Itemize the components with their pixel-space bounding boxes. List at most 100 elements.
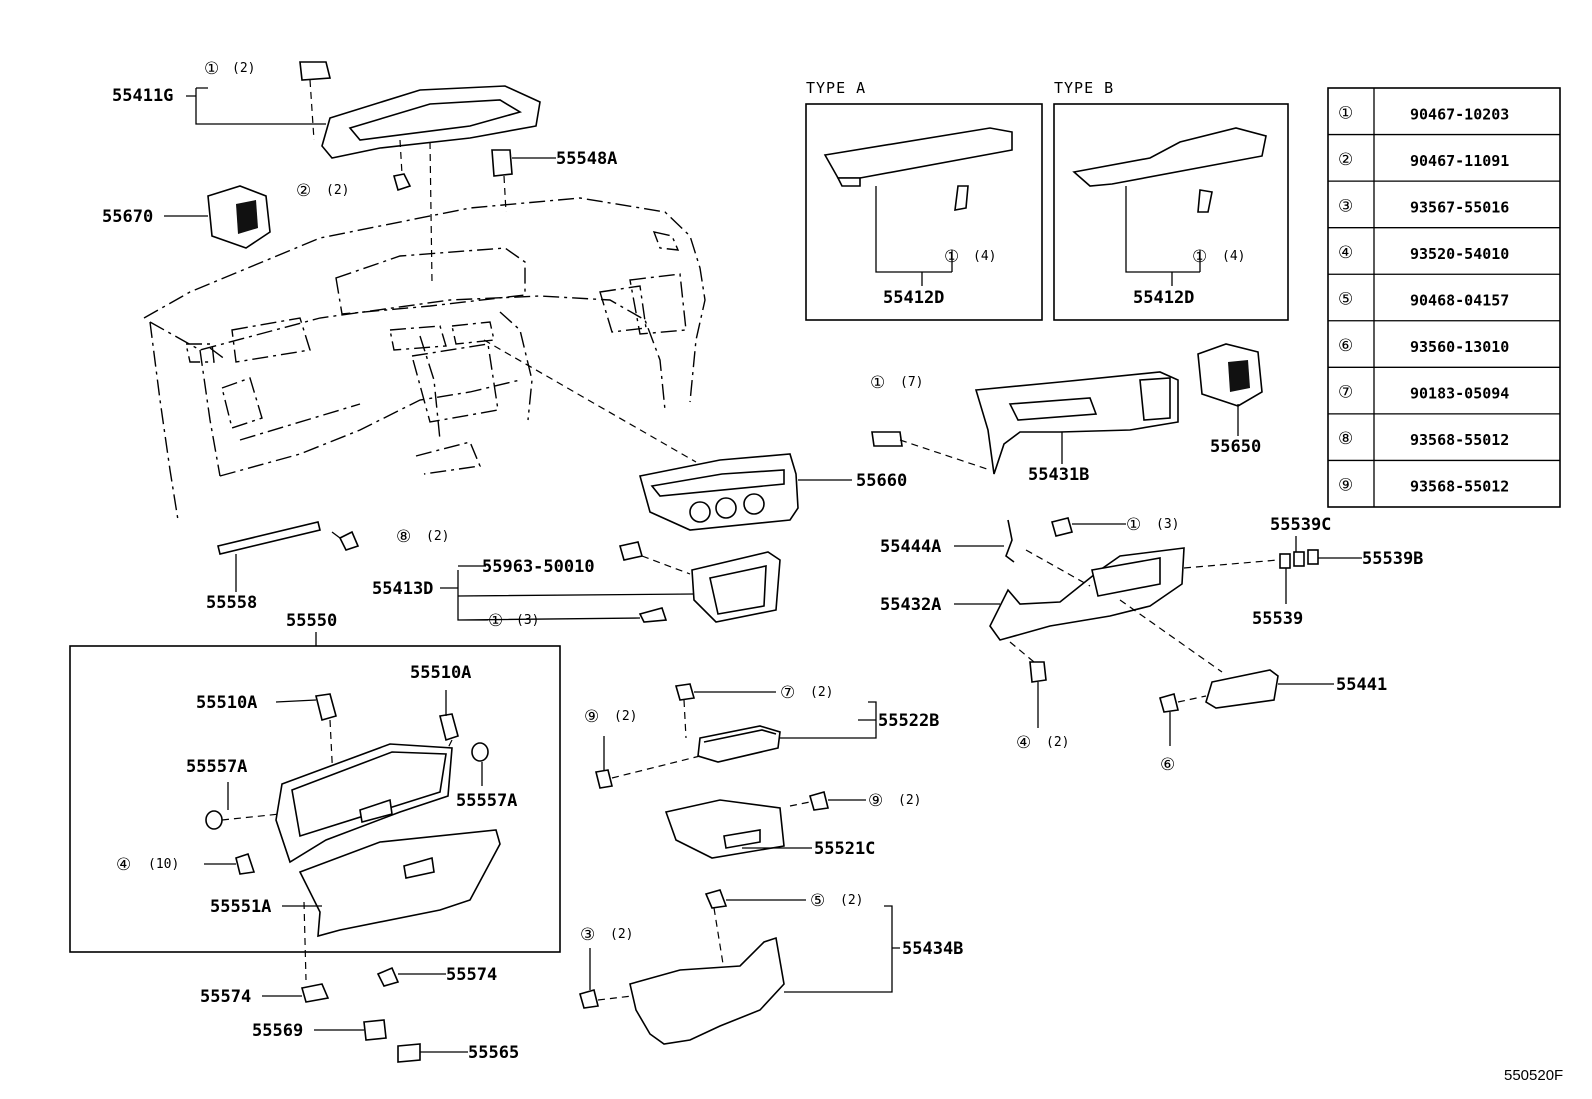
glove-box-outer-panel xyxy=(298,829,501,938)
svg-text:⑨: ⑨ xyxy=(868,791,883,811)
table-ref: ③ xyxy=(1338,196,1353,216)
svg-text:①: ① xyxy=(1126,515,1141,535)
type-b-ref-circle: ① xyxy=(1192,247,1207,267)
fastener-table xyxy=(1327,87,1561,508)
table-ref: ⑤ xyxy=(1338,290,1353,310)
type-b-box xyxy=(1053,103,1289,321)
meter-hood xyxy=(299,61,541,192)
table-part-number: 90467-10203 xyxy=(1410,105,1509,123)
callout-9a-qty: (2) xyxy=(614,709,637,724)
callout-1d-qty: (3) xyxy=(1156,517,1179,532)
callout-7-qty: (2) xyxy=(810,685,833,700)
type-b-qty: (4) xyxy=(1222,249,1245,264)
part-55548A: 55548A xyxy=(556,149,617,169)
part-55963-50010: 55963-50010 xyxy=(482,557,595,577)
svg-text:④: ④ xyxy=(116,855,131,875)
part-55510A-right: 55510A xyxy=(410,663,471,683)
part-55411G: 55411G xyxy=(112,86,173,106)
svg-text:①: ① xyxy=(204,59,219,79)
part-55670: 55670 xyxy=(102,207,153,227)
part-55539B: 55539B xyxy=(1362,549,1423,569)
callout-5-qty: (2) xyxy=(840,893,863,908)
drawing-number: 550520F xyxy=(1504,1067,1563,1084)
table-part-number: 93568-55012 xyxy=(1410,478,1509,496)
callout-1c-qty: (7) xyxy=(900,375,923,390)
svg-text:⑨: ⑨ xyxy=(584,707,599,727)
svg-text:①: ① xyxy=(870,373,885,393)
part-55431B: 55431B xyxy=(1028,465,1089,485)
part-55548A-icon xyxy=(491,149,513,177)
part-55444A: 55444A xyxy=(880,537,941,557)
svg-text:④: ④ xyxy=(1016,733,1031,753)
pocket-55521C xyxy=(664,799,785,859)
svg-text:⑦: ⑦ xyxy=(780,683,795,703)
cluster-finish-panel xyxy=(974,371,1179,475)
part-55557A-right: 55557A xyxy=(456,791,517,811)
type-a-label: TYPE A xyxy=(806,79,866,97)
part-55521C: 55521C xyxy=(814,839,875,859)
glove-box-group-box xyxy=(69,645,561,953)
table-part-number: 93568-55012 xyxy=(1410,431,1509,449)
table-part-number: 93567-55016 xyxy=(1410,198,1509,216)
part-55558-icon xyxy=(217,521,321,555)
part-55565: 55565 xyxy=(468,1043,519,1063)
svg-text:⑤: ⑤ xyxy=(810,891,825,911)
svg-text:⑧: ⑧ xyxy=(396,527,411,547)
svg-text:③: ③ xyxy=(580,925,595,945)
part-55522B: 55522B xyxy=(878,711,939,731)
part-55550: 55550 xyxy=(286,611,337,631)
table-ref: ⑦ xyxy=(1338,383,1353,403)
switch-55539 xyxy=(1279,553,1291,569)
navigation-display xyxy=(691,551,781,623)
callout-4a-qty: (2) xyxy=(1046,735,1069,750)
instrument-panel-outline xyxy=(143,197,706,521)
type-a-qty: (4) xyxy=(973,249,996,264)
part-55441-icon xyxy=(1205,669,1279,709)
callout-1-qty: (2) xyxy=(232,61,255,76)
part-55574-left: 55574 xyxy=(200,987,251,1007)
callout-3-qty: (2) xyxy=(610,927,633,942)
type-a-part: 55412D xyxy=(883,288,944,308)
table-part-number: 93520-54010 xyxy=(1410,245,1509,263)
part-55558: 55558 xyxy=(206,593,257,613)
table-ref: ② xyxy=(1338,150,1353,170)
svg-text:⑥: ⑥ xyxy=(1160,755,1175,775)
part-55434B: 55434B xyxy=(902,939,963,959)
part-55574-right: 55574 xyxy=(446,965,497,985)
part-55650: 55650 xyxy=(1210,437,1261,457)
side-vent-right xyxy=(1197,343,1263,407)
lower-center-cluster xyxy=(989,547,1185,641)
type-a-panel xyxy=(823,127,1013,211)
center-cluster xyxy=(638,453,799,531)
part-55557A-left: 55557A xyxy=(186,757,247,777)
lower-panel-55434B xyxy=(629,936,785,1045)
callout-4b-qty: (10) xyxy=(148,857,179,872)
part-55413D: 55413D xyxy=(372,579,433,599)
part-55569: 55569 xyxy=(252,1021,303,1041)
part-55539C: 55539C xyxy=(1270,515,1331,535)
callout-1b-qty: (3) xyxy=(516,613,539,628)
part-55551A: 55551A xyxy=(210,897,271,917)
type-a-ref-circle: ① xyxy=(944,247,959,267)
svg-text:②: ② xyxy=(296,181,311,201)
table-ref: ① xyxy=(1338,103,1353,123)
table-ref: ④ xyxy=(1338,243,1353,263)
type-a-box xyxy=(805,103,1043,321)
svg-text:①: ① xyxy=(488,611,503,631)
table-part-number: 93560-13010 xyxy=(1410,338,1509,356)
type-b-panel xyxy=(1072,127,1267,213)
type-b-label: TYPE B xyxy=(1054,79,1114,97)
table-ref: ⑥ xyxy=(1338,336,1353,356)
table-part-number: 90183-05094 xyxy=(1410,385,1509,403)
part-55441: 55441 xyxy=(1336,675,1387,695)
glove-box-door xyxy=(275,743,453,864)
part-55539: 55539 xyxy=(1252,609,1303,629)
table-ref: ⑨ xyxy=(1338,476,1353,496)
pocket-55522B xyxy=(697,725,781,763)
type-b-part: 55412D xyxy=(1133,288,1194,308)
callout-2-qty: (2) xyxy=(326,183,349,198)
part-55660: 55660 xyxy=(856,471,907,491)
table-part-number: 90467-11091 xyxy=(1410,152,1509,170)
callout-9b-qty: (2) xyxy=(898,793,921,808)
